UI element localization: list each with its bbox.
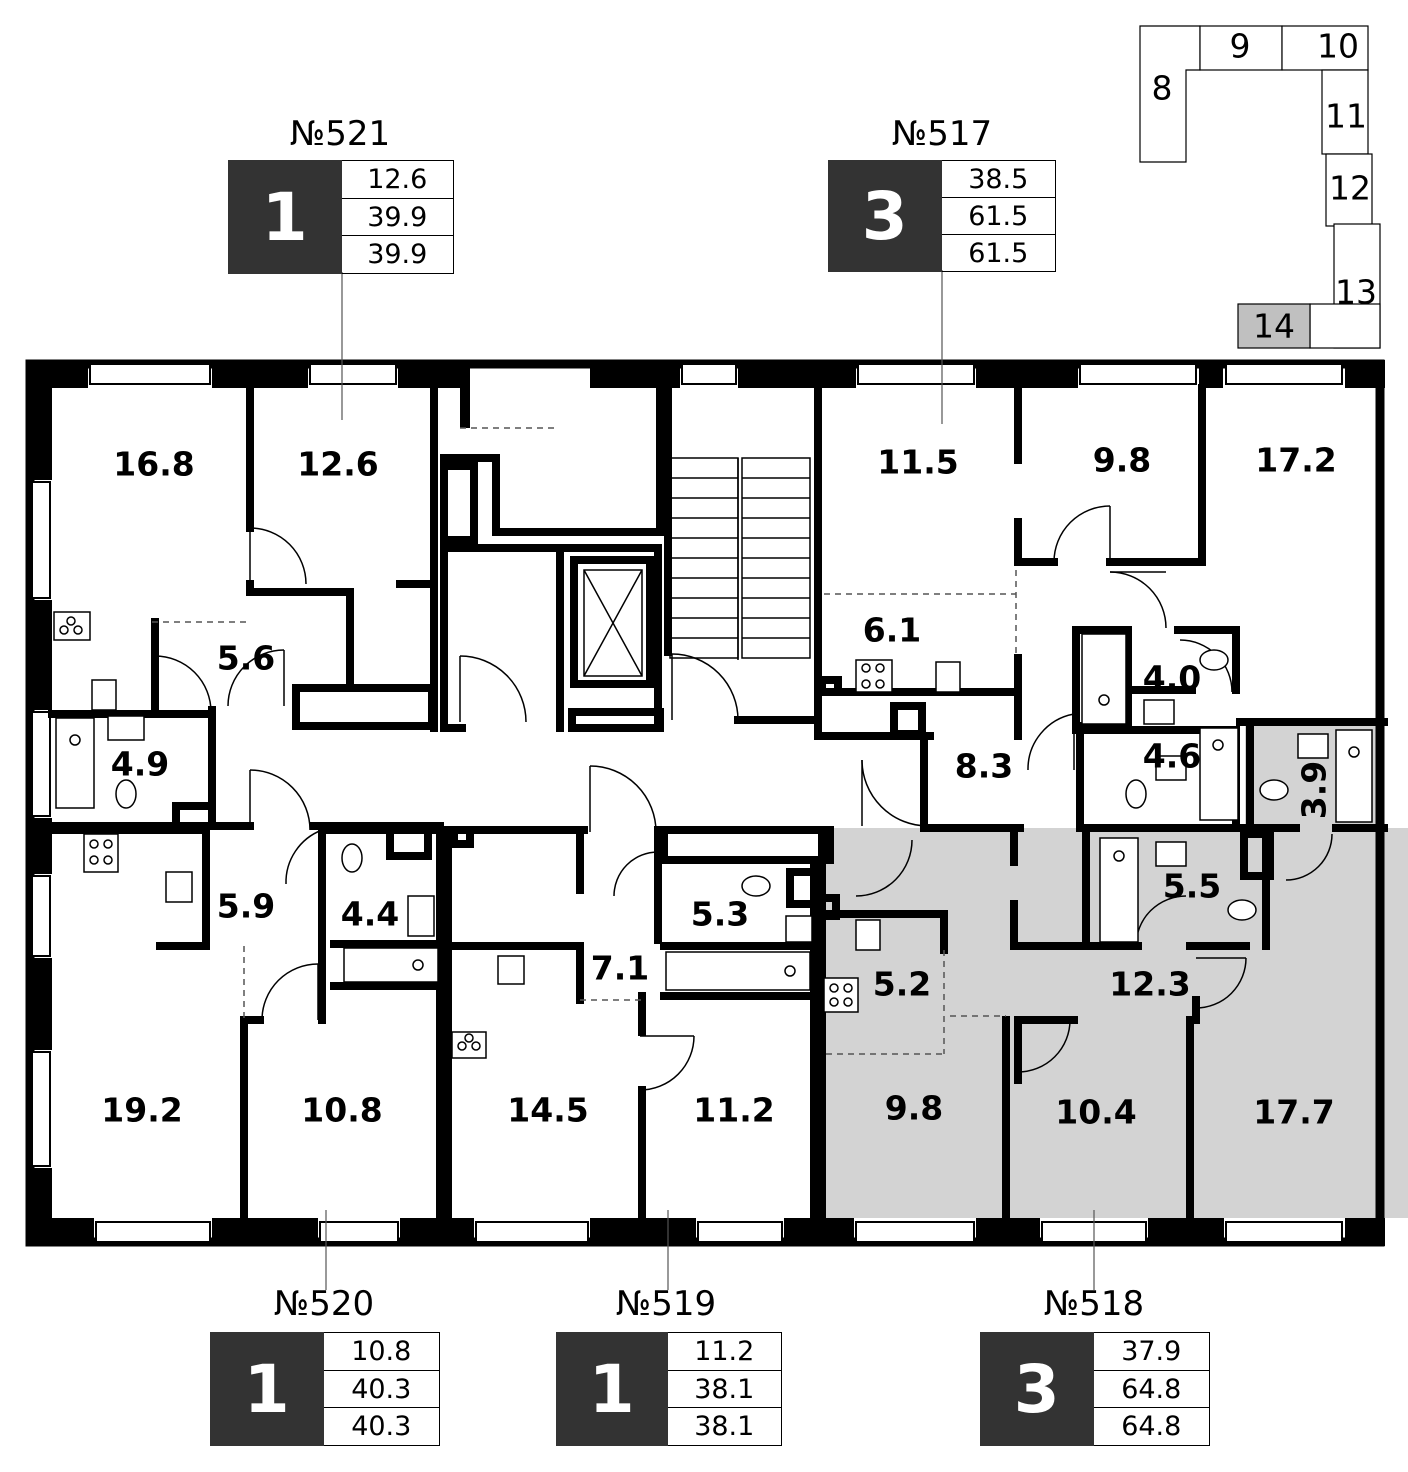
apartment-number-517: №517 [891,114,993,154]
key-section-13: 13 [1335,273,1377,312]
room-count: 1 [210,1332,324,1446]
room-5-6: 5.6 [217,639,275,678]
living-area: 11.2 [667,1333,781,1371]
key-section-12: 12 [1329,169,1371,208]
room-11-2: 11.2 [693,1091,774,1130]
total-area-with-balcony: 61.5 [968,237,1029,269]
apartment-card-521[interactable]: 1 12.6 39.9 39.9 [228,160,454,274]
wall-blocks [26,360,1385,1246]
room-5-2: 5.2 [873,965,931,1004]
living-area: 10.8 [323,1333,439,1371]
room-11-5: 11.5 [877,443,958,482]
apartment-number-521: №521 [289,114,391,154]
room-labels: 16.8 12.6 5.6 4.9 11.5 9.8 17.2 6.1 4.0 … [101,441,1336,1132]
total-area: 38.1 [667,1371,781,1409]
key-section-11: 11 [1325,97,1367,136]
room-count: 1 [228,160,342,274]
elevator-shaft [583,569,643,677]
apartment-card-518[interactable]: 3 37.9 64.8 64.8 [980,1332,1210,1446]
dashed-separators [152,427,1017,1055]
total-area: 39.9 [341,199,453,237]
room-5-3: 5.3 [691,895,749,934]
room-4-6: 4.6 [1143,737,1201,776]
total-area-with-balcony: 40.3 [351,1411,412,1443]
room-10-8: 10.8 [301,1091,382,1130]
room-count: 3 [828,160,942,272]
door-swings [154,505,1333,1091]
total-area-with-balcony: 38.1 [694,1411,755,1443]
total-area: 64.8 [1093,1371,1209,1409]
room-12-3: 12.3 [1109,965,1190,1004]
living-area: 38.5 [941,161,1055,198]
room-9-8-top: 9.8 [1093,441,1151,480]
room-9-8-bottom: 9.8 [885,1089,943,1128]
room-8-3: 8.3 [955,747,1013,786]
apartment-number-520: №520 [273,1284,375,1324]
room-count: 3 [980,1332,1094,1446]
total-area-with-balcony: 39.9 [367,239,428,271]
apartment-card-519[interactable]: 1 11.2 38.1 38.1 [556,1332,782,1446]
room-4-9: 4.9 [111,745,169,784]
fixtures [53,611,1373,1059]
apartment-card-517[interactable]: 3 38.5 61.5 61.5 [828,160,1056,272]
staircase [669,457,811,660]
room-4-0: 4.0 [1143,659,1201,698]
room-17-7: 17.7 [1253,1093,1334,1132]
room-10-4: 10.4 [1055,1093,1136,1132]
room-16-8: 16.8 [113,445,194,484]
room-7-1: 7.1 [591,949,649,988]
room-4-4: 4.4 [341,895,399,934]
key-section-8: 8 [1152,69,1173,108]
room-5-5: 5.5 [1163,867,1221,906]
apartment-card-520[interactable]: 1 10.8 40.3 40.3 [210,1332,440,1446]
apartment-number-518: №518 [1043,1284,1145,1324]
key-section-14: 14 [1253,307,1295,346]
apartment-number-519: №519 [615,1284,717,1324]
room-count: 1 [556,1332,668,1446]
key-section-10: 10 [1317,27,1359,66]
living-area: 37.9 [1093,1333,1209,1371]
windows [31,363,1343,1243]
interior-walls [48,384,1388,1222]
living-area: 12.6 [341,161,453,199]
total-area: 40.3 [323,1371,439,1409]
key-plan: 8 9 10 11 12 13 14 [1139,25,1381,349]
total-area-with-balcony: 64.8 [1121,1411,1182,1443]
room-12-6: 12.6 [297,445,378,484]
room-17-2: 17.2 [1255,441,1336,480]
room-14-5: 14.5 [507,1091,588,1130]
room-19-2: 19.2 [101,1091,182,1130]
room-6-1: 6.1 [863,611,921,650]
leader-lines [325,270,1095,1290]
total-area: 61.5 [941,198,1055,235]
key-section-9: 9 [1230,27,1251,66]
room-3-9: 3.9 [1295,761,1334,819]
room-5-9: 5.9 [217,887,275,926]
